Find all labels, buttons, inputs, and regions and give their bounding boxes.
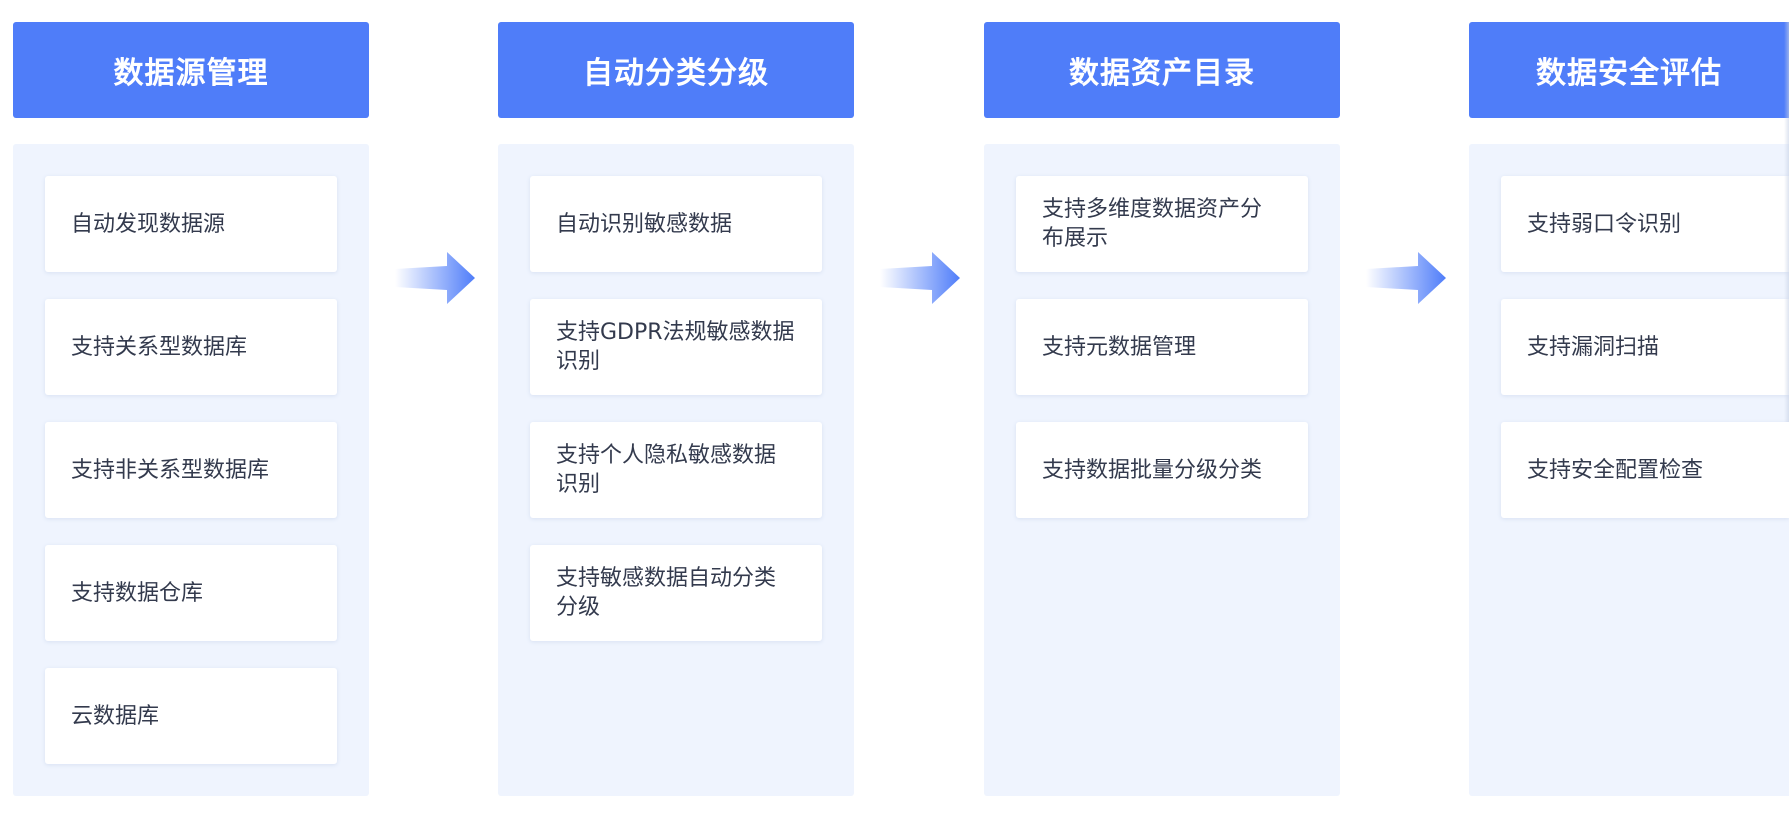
list-item: 支持多维度数据资产分布展示	[1016, 176, 1308, 272]
list-item: 支持敏感数据自动分类分级	[530, 545, 822, 641]
column-auto-classification: 自动分类分级 自动识别敏感数据 支持GDPR法规敏感数据识别 支持个人隐私敏感数…	[498, 22, 854, 796]
list-item: 支持非关系型数据库	[45, 422, 337, 518]
column-body: 自动识别敏感数据 支持GDPR法规敏感数据识别 支持个人隐私敏感数据识别 支持敏…	[498, 144, 854, 796]
column-header: 数据安全评估	[1469, 22, 1789, 118]
list-item: 支持GDPR法规敏感数据识别	[530, 299, 822, 395]
list-item: 自动识别敏感数据	[530, 176, 822, 272]
list-item: 支持漏洞扫描	[1501, 299, 1789, 395]
list-item: 支持数据批量分级分类	[1016, 422, 1308, 518]
list-item: 支持关系型数据库	[45, 299, 337, 395]
list-item: 自动发现数据源	[45, 176, 337, 272]
list-item: 支持安全配置检查	[1501, 422, 1789, 518]
column-body: 自动发现数据源 支持关系型数据库 支持非关系型数据库 支持数据仓库 云数据库	[13, 144, 369, 796]
column-data-source-management: 数据源管理 自动发现数据源 支持关系型数据库 支持非关系型数据库 支持数据仓库 …	[13, 22, 369, 796]
flow-arrow-icon	[1366, 252, 1446, 304]
list-item: 云数据库	[45, 668, 337, 764]
column-body: 支持多维度数据资产分布展示 支持元数据管理 支持数据批量分级分类	[984, 144, 1340, 796]
list-item: 支持个人隐私敏感数据识别	[530, 422, 822, 518]
flow-arrow-icon	[395, 252, 475, 304]
list-item: 支持元数据管理	[1016, 299, 1308, 395]
list-item: 支持弱口令识别	[1501, 176, 1789, 272]
column-header: 数据资产目录	[984, 22, 1340, 118]
column-body: 支持弱口令识别 支持漏洞扫描 支持安全配置检查	[1469, 144, 1789, 796]
column-header: 数据源管理	[13, 22, 369, 118]
flow-arrow-icon	[880, 252, 960, 304]
column-header: 自动分类分级	[498, 22, 854, 118]
column-data-security-assessment: 数据安全评估 支持弱口令识别 支持漏洞扫描 支持安全配置检查	[1469, 22, 1789, 796]
list-item: 支持数据仓库	[45, 545, 337, 641]
column-data-asset-catalog: 数据资产目录 支持多维度数据资产分布展示 支持元数据管理 支持数据批量分级分类	[984, 22, 1340, 796]
edge-shadow	[1784, 22, 1789, 422]
